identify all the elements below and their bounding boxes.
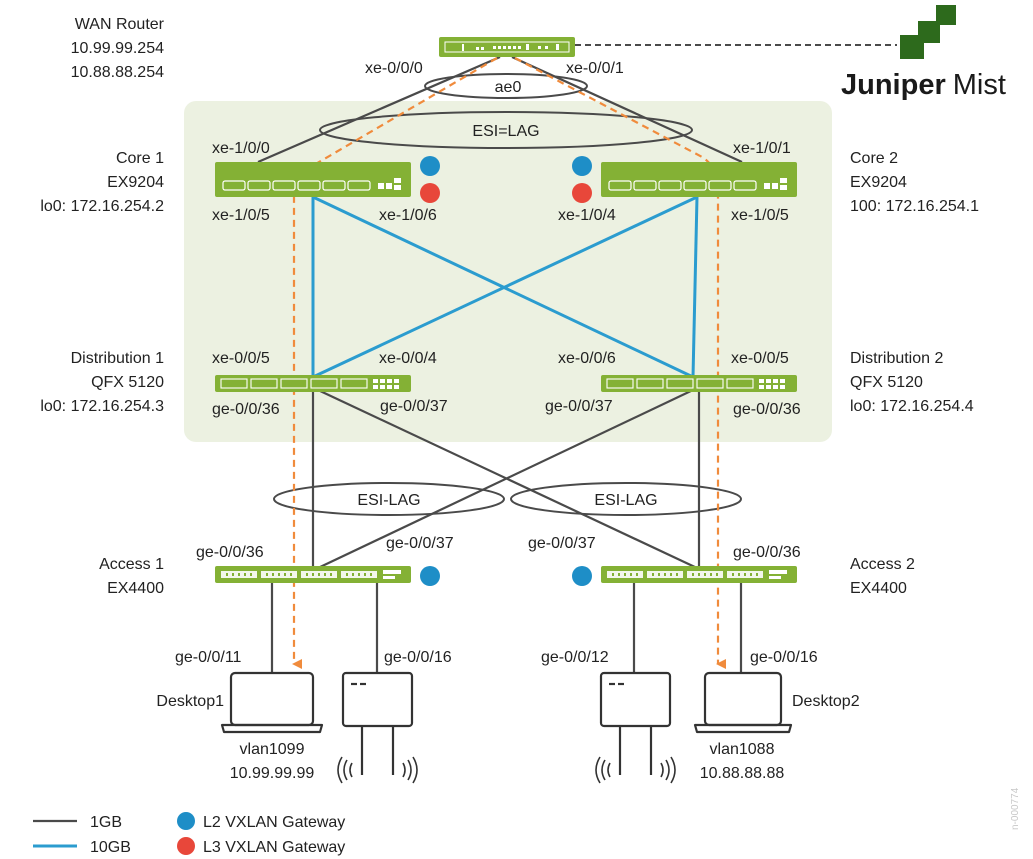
wan-router-device[interactable] [439,37,575,57]
core1-port-up: xe-1/0/0 [212,140,270,157]
core1-switch[interactable] [215,162,411,197]
core1-port-down-left: xe-1/0/5 [212,207,270,224]
wan-router-port-right: xe-0/0/1 [566,60,624,77]
access-point2-icon[interactable] [595,671,676,784]
desktop1-ip: 10.99.99.99 [230,765,315,782]
dist2-lo0: lo0: 172.16.254.4 [850,398,974,415]
core2-port-down-right: xe-1/0/5 [731,207,789,224]
core2-name: Core 2 [850,150,898,167]
desktop1-laptop-icon[interactable] [220,671,324,734]
legend-l3-gateway-label: L3 VXLAN Gateway [203,839,345,856]
dist2-name: Distribution 2 [850,350,943,367]
legend-l2-gateway-swatch [177,812,195,830]
core1-l2-gateway-indicator [420,156,440,176]
brand-light: Mist [953,69,1006,101]
core2-model: EX9204 [850,174,907,191]
dist1-port-up-right: xe-0/0/4 [379,350,437,367]
desktop2-laptop-icon[interactable] [693,671,793,734]
diagram-id: n-000774 [1010,787,1021,830]
core1-lo0: lo0: 172.16.254.2 [40,198,164,215]
desktop1-name: Desktop1 [156,693,224,710]
core1-l3-gateway-indicator [420,183,440,203]
access2-port-up-right: ge-0/0/36 [733,544,801,561]
dist2-port-up-right: xe-0/0/5 [731,350,789,367]
access1-port-up-left: ge-0/0/36 [196,544,264,561]
wan-router-ip1: 10.99.99.254 [71,40,165,57]
access1-esi-lag-label: ESI-LAG [357,492,420,509]
link-wan-core1 [257,55,501,164]
access2-esi-lag-ellipse [510,482,742,516]
legend-1g-label: 1GB [90,814,122,831]
wan-router-ip2: 10.88.88.254 [71,64,165,81]
access2-switch[interactable] [601,566,797,583]
ae0-lag-ellipse [424,73,588,99]
access2-l2-gateway-indicator [572,566,592,586]
wan-router-port-left: xe-0/0/0 [365,60,423,77]
access1-l2-gateway-indicator [420,566,440,586]
dist1-lo0: lo0: 172.16.254.3 [40,398,164,415]
access1-esi-lag-ellipse [273,482,505,516]
desktop2-vlan: vlan1088 [710,741,775,758]
core-esi-lag-ellipse [319,111,693,149]
access1-port-up-right: ge-0/0/37 [386,535,454,552]
access2-model: EX4400 [850,580,907,597]
core2-switch[interactable] [601,162,797,197]
link-core2-dist2 [691,196,699,378]
access2-name: Access 2 [850,556,915,573]
access2-port-up-left: ge-0/0/37 [528,535,596,552]
legend: 1GB 10GB L2 VXLAN Gateway L3 VXLAN Gatew… [33,812,345,856]
legend-l2-gateway-label: L2 VXLAN Gateway [203,814,345,831]
legend-l3-gateway-swatch [177,837,195,855]
desktop2-ip: 10.88.88.88 [700,765,785,782]
desktop2-name: Desktop2 [792,693,860,710]
core1-model: EX9204 [107,174,164,191]
dist1-port-down-right: ge-0/0/37 [380,398,448,415]
distribution2-switch[interactable] [601,375,797,392]
legend-10g-label: 10GB [90,839,131,856]
access-point1-icon[interactable] [337,671,418,784]
dist1-model: QFX 5120 [91,374,164,391]
access2-esi-lag-label: ESI-LAG [594,492,657,509]
dist2-model: QFX 5120 [850,374,923,391]
link-dist2-access1 [317,389,694,569]
access1-name: Access 1 [99,556,164,573]
access1-switch[interactable] [215,566,411,583]
ae0-label: ae0 [495,79,522,96]
core-esi-lag-label: ESI=LAG [472,123,539,140]
access1-port-ap: ge-0/0/16 [384,649,452,666]
brand-bold: Juniper [841,69,946,101]
access1-port-desktop: ge-0/0/11 [175,649,242,666]
wan-router-name: WAN Router [75,16,165,33]
desktop1-vlan: vlan1099 [240,741,305,758]
core2-port-down-left: xe-1/0/4 [558,207,616,224]
dist2-port-down-left: ge-0/0/37 [545,398,613,415]
access2-port-desktop: ge-0/0/16 [750,649,818,666]
dist2-port-down-right: ge-0/0/36 [733,401,801,418]
dist1-port-up-left: xe-0/0/5 [212,350,270,367]
core2-port-up: xe-1/0/1 [733,140,791,157]
dist2-port-up-left: xe-0/0/6 [558,350,616,367]
core1-port-down-right: xe-1/0/6 [379,207,437,224]
access2-port-ap: ge-0/0/12 [541,649,609,666]
dist1-name: Distribution 1 [71,350,164,367]
core1-name: Core 1 [116,150,164,167]
dist1-port-down-left: ge-0/0/36 [212,401,280,418]
link-core2-dist1 [312,195,698,379]
juniper-mist-logo-icon [900,5,956,59]
core2-l3-gateway-indicator [572,183,592,203]
distribution1-switch[interactable] [215,375,411,392]
core2-l2-gateway-indicator [572,156,592,176]
core2-lo0: 100: 172.16.254.1 [850,198,979,215]
link-wan-core2 [511,55,743,164]
access1-model: EX4400 [107,580,164,597]
